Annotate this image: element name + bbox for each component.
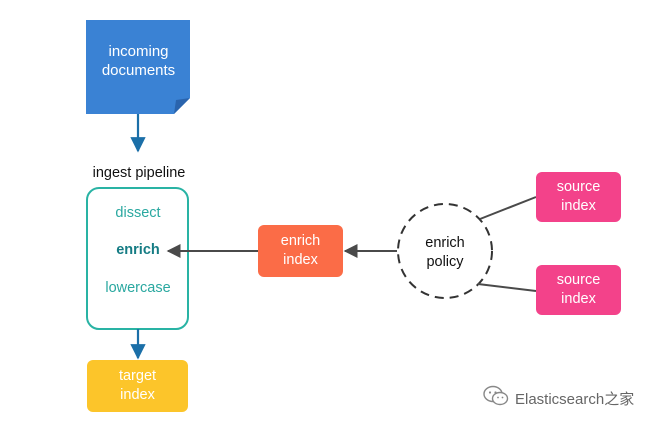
enrich-index-label: enrich index [280,233,321,268]
ingest-pipeline-title: ingest pipeline [92,165,186,181]
wechat-icon [483,385,509,412]
watermark-text: Elasticsearch之家 [515,390,635,408]
target-index-box: target index [87,360,188,412]
enrich-index-box: enrich index [258,225,343,277]
pipeline-step-lowercase: lowercase [105,280,171,296]
source-index-box-2: source index [536,265,621,315]
pipeline-step-enrich: enrich [116,242,160,258]
document-fold [174,98,190,114]
source-index-label-1: source index [556,179,601,214]
target-index-label: target index [118,368,157,403]
source-index-label-2: source index [556,272,601,307]
line-policy-to-source-2 [477,283,537,292]
watermark: Elasticsearch之家 [483,385,635,412]
incoming-documents-label: incoming documents [101,43,176,79]
source-index-box-1: source index [536,172,621,222]
incoming-documents-shape [86,20,190,114]
pipeline-step-dissect: dissect [115,205,161,221]
line-policy-to-source-1 [479,196,537,220]
enrich-policy-circle [397,203,493,299]
enrich-policy-label: enrich policy [425,235,465,270]
